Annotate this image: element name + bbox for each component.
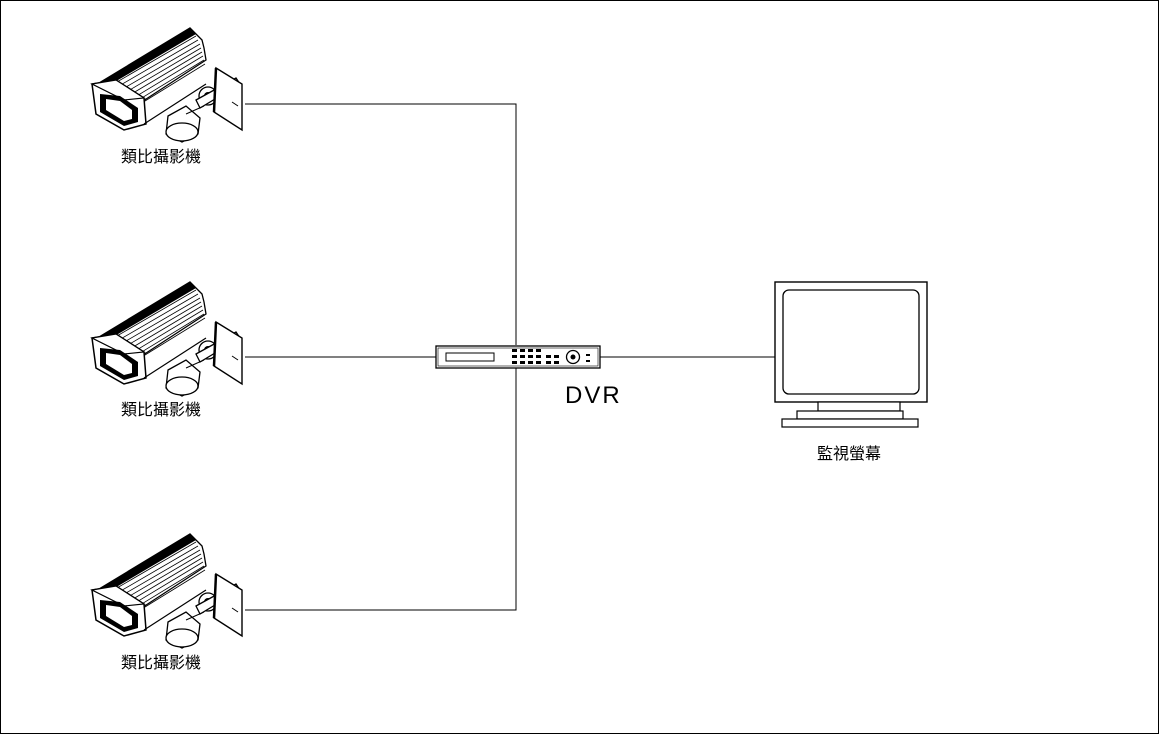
camera1-link	[245, 103, 517, 345]
camera3-link	[245, 368, 517, 611]
dvr-label: DVR	[565, 382, 622, 409]
cctv-camera-icon	[90, 280, 244, 398]
crt-monitor-icon	[774, 281, 928, 428]
dvr-recorder-icon	[435, 345, 601, 369]
camera-label-1: 類比攝影機	[121, 147, 202, 166]
cctv-camera-icon	[90, 26, 244, 144]
camera-label-3: 類比攝影機	[121, 653, 202, 672]
connection-lines	[245, 103, 775, 611]
monitor-label: 監視螢幕	[817, 444, 882, 463]
cctv-camera-icon	[90, 532, 244, 650]
camera-label-2: 類比攝影機	[121, 400, 202, 419]
